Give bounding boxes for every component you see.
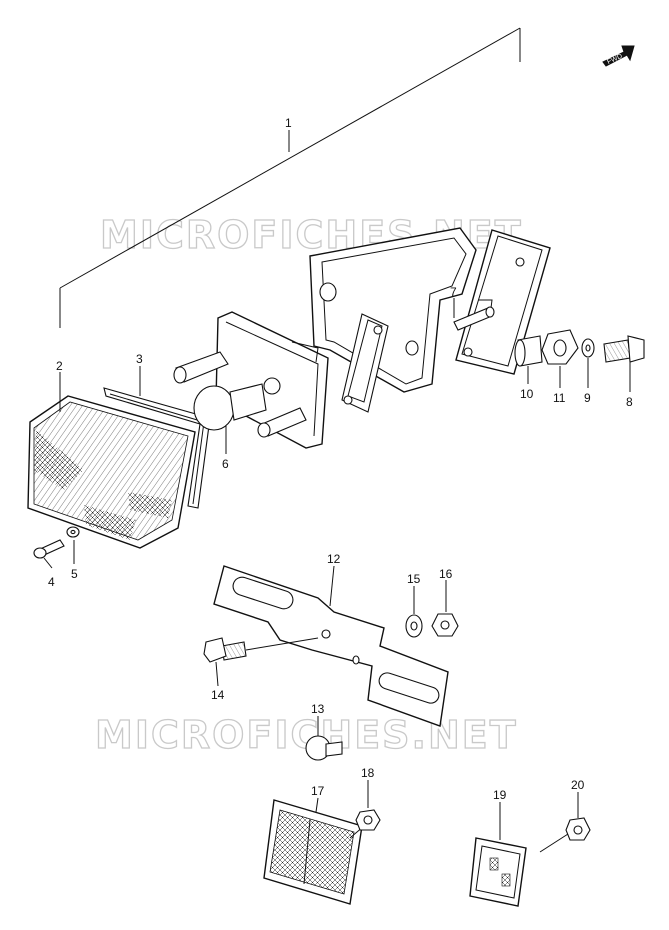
part-8-bolt [603,335,645,363]
part-11-nut [541,329,579,365]
callout-20: 20 [571,778,585,792]
assembly-1-bracket [59,27,521,328]
callout-19: 19 [493,788,507,802]
housing [309,227,477,413]
callout-9: 9 [584,391,591,405]
part-20-nut [565,817,591,841]
callout-5: 5 [71,567,78,581]
callout-12: 12 [327,552,341,566]
callout-11: 11 [553,391,566,405]
part-9-washer [581,338,595,358]
part-6-bulb [173,311,329,449]
callout-1: 1 [285,116,292,130]
callout-14: 14 [211,688,225,702]
part-17-reflector [263,799,365,905]
callout-8: 8 [626,395,633,409]
part-16-nut [431,613,459,637]
callout-15: 15 [407,572,421,586]
watermark-bottom: MICROFICHES.NET [95,713,518,757]
part-4-screw [33,539,65,559]
part-7-screw [453,306,495,331]
part-18-nut [355,809,381,831]
fwd-arrow-icon: FWD [602,45,635,67]
callout-10: 10 [520,387,534,401]
part-15-washer [405,614,423,638]
fwd-label: FWD [606,53,623,66]
callout-17: 17 [311,784,325,798]
callout-18: 18 [361,766,375,780]
part-2-lens [27,395,196,549]
callout-6: 6 [222,457,229,471]
part-10-collar [514,335,543,367]
part-12-bracket [213,565,449,727]
callout-3: 3 [136,352,143,366]
part-14-bolt [203,637,319,663]
callout-16: 16 [439,567,453,581]
callout-4: 4 [48,575,55,589]
callout-7: 7 [450,285,457,299]
leader-lines [43,298,631,840]
part-19-reflector [469,833,569,907]
callout-13: 13 [311,702,325,716]
callout-2: 2 [56,359,63,373]
part-13-stud [305,735,343,761]
part-5-washer [66,526,80,538]
